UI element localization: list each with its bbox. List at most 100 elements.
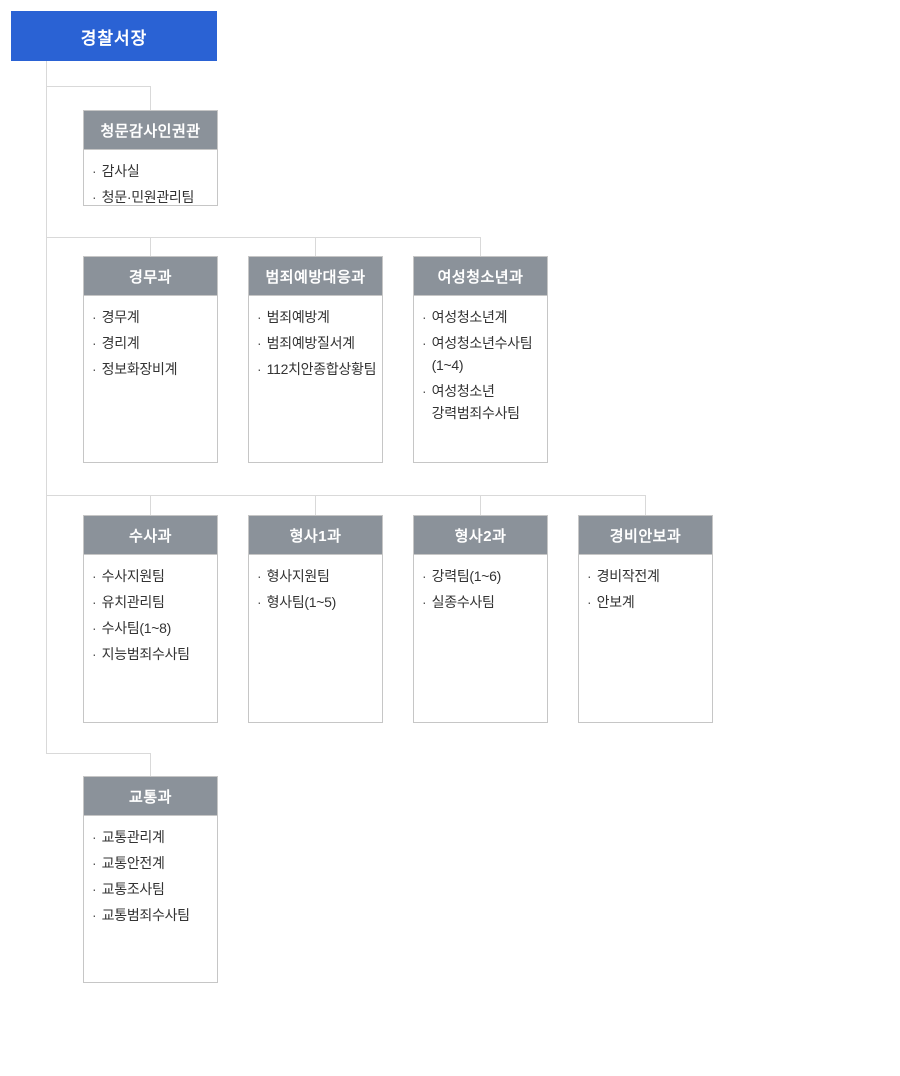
dept-item-list: · 감사실 · 청문·민원관리팀 [84, 150, 217, 208]
list-item: · 범죄예방질서계 [257, 332, 378, 354]
bullet-dot: · [92, 361, 97, 377]
bullet-dot: · [92, 568, 97, 584]
box-criminal-2: 형사2과 · 강력팀(1~6) · 실종수사팀 [413, 515, 548, 723]
list-item: · 유치관리팀 [92, 591, 213, 613]
item-text: 여성청소년 강력범죄수사팀 [431, 383, 520, 421]
chief-box: 경찰서장 [11, 11, 217, 61]
box-women-youth: 여성청소년과 · 여성청소년계 · 여성청소년수사팀 (1~4) · 여성청소년… [413, 256, 548, 463]
list-item: · 112치안종합상황팀 [257, 358, 378, 380]
box-gyeongmu: 경무과 · 경무계 · 경리계 · 정보화장비계 [83, 256, 218, 463]
list-item: · 교통관리계 [92, 826, 213, 848]
box-traffic: 교통과 · 교통관리계 · 교통안전계 · 교통조사팀 · 교통범죄수사팀 [83, 776, 218, 983]
dept-title: 수사과 [84, 516, 217, 555]
bullet-dot: · [422, 335, 427, 351]
list-item: · 청문·민원관리팀 [92, 186, 213, 208]
bullet-dot: · [257, 568, 262, 584]
dept-item-list: · 형사지원팀 · 형사팀(1~5) [249, 555, 382, 613]
item-text: 청문·민원관리팀 [101, 189, 195, 205]
bullet-dot: · [422, 568, 427, 584]
bullet-dot: · [257, 594, 262, 610]
connector-branch1-stub [150, 86, 151, 110]
connector-branch2-horizontal [46, 237, 481, 238]
box-cheongmun-gamsa: 청문감사인권관 · 감사실 · 청문·민원관리팀 [83, 110, 218, 206]
item-text: 경비작전계 [596, 568, 660, 584]
item-text: 정보화장비계 [101, 361, 178, 377]
item-text: 교통조사팀 [101, 881, 165, 897]
bullet-dot: · [257, 335, 262, 351]
item-text: 수사팀(1~8) [101, 620, 172, 636]
item-text: 형사팀(1~5) [266, 594, 337, 610]
list-item: · 경리계 [92, 332, 213, 354]
dept-title: 청문감사인권관 [84, 111, 217, 150]
bullet-dot: · [92, 594, 97, 610]
list-item: · 실종수사팀 [422, 591, 543, 613]
dept-title: 범죄예방대응과 [249, 257, 382, 296]
connector-branch3-stub-1 [150, 495, 151, 515]
box-investigation: 수사과 · 수사지원팀 · 유치관리팀 · 수사팀(1~8) · 지능범죄수사팀 [83, 515, 218, 723]
list-item: · 지능범죄수사팀 [92, 643, 213, 665]
list-item: · 정보화장비계 [92, 358, 213, 380]
bullet-dot: · [92, 829, 97, 845]
connector-branch2-stub-3 [480, 237, 481, 256]
list-item: · 범죄예방계 [257, 306, 378, 328]
bullet-dot: · [92, 163, 97, 179]
list-item: · 강력팀(1~6) [422, 565, 543, 587]
item-text: 감사실 [101, 163, 140, 179]
item-text: 수사지원팀 [101, 568, 165, 584]
list-item: · 수사팀(1~8) [92, 617, 213, 639]
list-item: · 경무계 [92, 306, 213, 328]
dept-title: 경무과 [84, 257, 217, 296]
dept-item-list: · 범죄예방계 · 범죄예방질서계 · 112치안종합상황팀 [249, 296, 382, 380]
dept-item-list: · 강력팀(1~6) · 실종수사팀 [414, 555, 547, 613]
item-text: 여성청소년계 [431, 309, 508, 325]
dept-item-list: · 교통관리계 · 교통안전계 · 교통조사팀 · 교통범죄수사팀 [84, 816, 217, 926]
item-text: 교통범죄수사팀 [101, 907, 190, 923]
connector-branch3-stub-2 [315, 495, 316, 515]
bullet-dot: · [422, 383, 427, 399]
item-text: 실종수사팀 [431, 594, 495, 610]
bullet-dot: · [422, 594, 427, 610]
box-criminal-1: 형사1과 · 형사지원팀 · 형사팀(1~5) [248, 515, 383, 723]
item-text: 경무계 [101, 309, 140, 325]
bullet-dot: · [422, 309, 427, 325]
bullet-dot: · [92, 907, 97, 923]
list-item: · 여성청소년수사팀 (1~4) [422, 332, 543, 376]
bullet-dot: · [257, 361, 262, 377]
bullet-dot: · [92, 855, 97, 871]
box-crime-prevention: 범죄예방대응과 · 범죄예방계 · 범죄예방질서계 · 112치안종합상황팀 [248, 256, 383, 463]
dept-item-list: · 경비작전계 · 안보계 [579, 555, 712, 613]
item-text: 여성청소년수사팀 (1~4) [431, 335, 533, 373]
dept-title: 여성청소년과 [414, 257, 547, 296]
item-text: 안보계 [596, 594, 635, 610]
list-item: · 교통안전계 [92, 852, 213, 874]
list-item: · 여성청소년계 [422, 306, 543, 328]
bullet-dot: · [92, 189, 97, 205]
list-item: · 안보계 [587, 591, 708, 613]
bullet-dot: · [92, 309, 97, 325]
dept-item-list: · 수사지원팀 · 유치관리팀 · 수사팀(1~8) · 지능범죄수사팀 [84, 555, 217, 665]
bullet-dot: · [587, 568, 592, 584]
list-item: · 형사지원팀 [257, 565, 378, 587]
connector-branch3-stub-4 [645, 495, 646, 515]
connector-branch4-horizontal [46, 753, 151, 754]
box-security: 경비안보과 · 경비작전계 · 안보계 [578, 515, 713, 723]
list-item: · 수사지원팀 [92, 565, 213, 587]
dept-title: 형사1과 [249, 516, 382, 555]
item-text: 범죄예방계 [266, 309, 330, 325]
dept-title: 경비안보과 [579, 516, 712, 555]
bullet-dot: · [92, 620, 97, 636]
list-item: · 형사팀(1~5) [257, 591, 378, 613]
list-item: · 여성청소년 강력범죄수사팀 [422, 380, 543, 424]
item-text: 형사지원팀 [266, 568, 330, 584]
connector-branch2-stub-1 [150, 237, 151, 256]
connector-branch1-horizontal [46, 86, 151, 87]
bullet-dot: · [587, 594, 592, 610]
list-item: · 교통범죄수사팀 [92, 904, 213, 926]
item-text: 강력팀(1~6) [431, 568, 502, 584]
bullet-dot: · [92, 335, 97, 351]
list-item: · 교통조사팀 [92, 878, 213, 900]
item-text: 범죄예방질서계 [266, 335, 355, 351]
item-text: 경리계 [101, 335, 140, 351]
list-item: · 감사실 [92, 160, 213, 182]
item-text: 교통안전계 [101, 855, 165, 871]
